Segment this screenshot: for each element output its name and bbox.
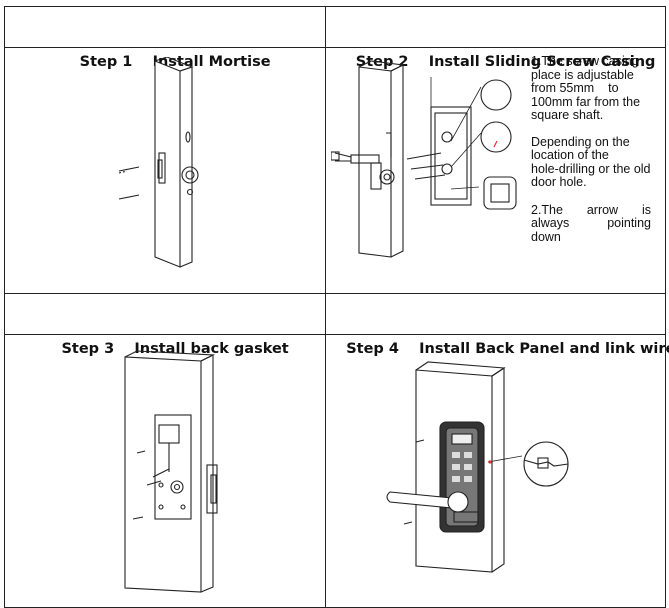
note-3-word-1: 2.The — [531, 202, 563, 217]
note-2-line-2: location of the — [531, 148, 609, 162]
note-1-line-3: from 55mm to — [531, 81, 619, 95]
step-4-header: Step 4 Install Back Panel and link wire — [326, 298, 669, 357]
instruction-grid: Step 1 Install Mortise Step 2 Install Sl… — [4, 6, 669, 608]
step-2-notes: 1.The screw casing place is adjustable f… — [531, 54, 666, 244]
step-3-number: Step 3 — [61, 341, 115, 357]
note-1-line-5: square shaft. — [531, 108, 604, 122]
step-4-number: Step 4 — [346, 341, 399, 357]
note-3-row-2: always pointing — [531, 216, 651, 231]
note-1-line-4: 100mm far from the — [531, 94, 641, 109]
note-1-line-2: place is adjustable — [531, 67, 634, 82]
step-2-number: Step 2 — [355, 54, 409, 70]
step-3-header: Step 3 Install back gasket — [5, 298, 325, 357]
note-3-word-4: always — [531, 216, 570, 230]
row-divider-header-1 — [5, 47, 665, 48]
step-2-door-illustration — [331, 60, 517, 258]
note-3-word-3: is — [641, 202, 651, 217]
step-4-title: Install Back Panel and link wire — [419, 341, 669, 357]
note-2-line-4: door hole. — [531, 175, 587, 189]
step-2-title: Install Sliding Screw Casing — [428, 54, 656, 70]
note-1-line-1: 1.The screw casing — [531, 54, 639, 68]
step-1-header: Step 1 Install Mortise — [5, 11, 325, 70]
note-2-line-3: hole-drilling or the old — [531, 161, 651, 176]
column-divider — [325, 7, 326, 607]
row-divider-header-2 — [5, 334, 665, 335]
note-3-row-1: 2.The arrow is — [531, 202, 651, 218]
step-2-header: Step 2 Install Sliding Screw Casing — [326, 11, 665, 70]
step-1-door-illustration — [118, 57, 199, 268]
step-1-number: Step 1 — [79, 54, 133, 70]
step-4-door-illustration — [386, 361, 569, 573]
note-2-line-1: Depending on the — [531, 134, 630, 149]
step-3-door-illustration — [124, 350, 218, 593]
note-3-word-2: arrow — [586, 202, 619, 217]
row-divider-middle — [5, 293, 665, 294]
note-3-row-3: down — [531, 229, 561, 244]
note-3-word-5: pointing — [607, 216, 651, 230]
